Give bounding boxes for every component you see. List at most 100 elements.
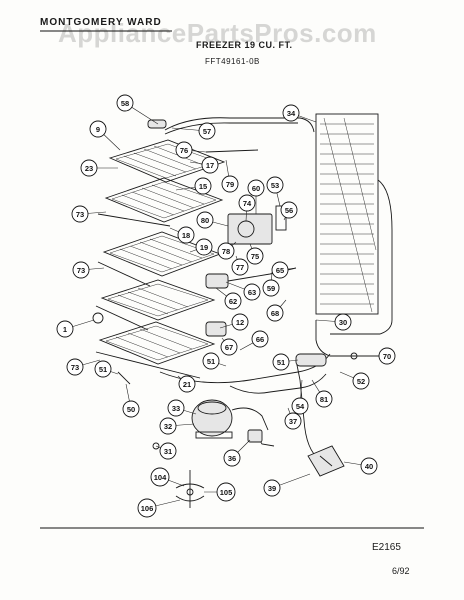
callout-circle bbox=[238, 194, 256, 212]
callout-circle bbox=[360, 457, 378, 475]
page-date: 6/92 bbox=[392, 566, 410, 576]
callout-label: 32 bbox=[164, 422, 172, 431]
callout-label: 57 bbox=[203, 127, 211, 136]
callout-label: 54 bbox=[296, 402, 305, 411]
callout-18: 18 bbox=[177, 226, 195, 244]
callout-31: 31 bbox=[159, 442, 177, 460]
callout-105: 105 bbox=[216, 482, 236, 502]
callout-53: 53 bbox=[266, 176, 284, 194]
compressor bbox=[191, 399, 269, 439]
callout-52: 52 bbox=[352, 372, 370, 390]
callout-circle bbox=[282, 104, 300, 122]
callout-39: 39 bbox=[263, 479, 281, 497]
callout-circle bbox=[223, 449, 241, 467]
callout-label: 105 bbox=[220, 488, 233, 497]
callout-1: 1 bbox=[56, 320, 74, 338]
callout-circle bbox=[247, 179, 265, 197]
callout-label: 19 bbox=[200, 243, 208, 252]
evaporator-coil bbox=[315, 113, 393, 357]
callout-label: 74 bbox=[243, 199, 252, 208]
callout-circle bbox=[280, 201, 298, 219]
callout-label: 67 bbox=[225, 343, 233, 352]
callout-circle bbox=[66, 358, 84, 376]
callout-label: 9 bbox=[96, 125, 100, 134]
callout-67: 67 bbox=[220, 338, 238, 356]
callout-73: 73 bbox=[66, 358, 84, 376]
callout-30: 30 bbox=[334, 313, 352, 331]
top-tubing bbox=[147, 117, 315, 153]
shelf-rack-1 bbox=[108, 139, 226, 183]
callout-label: 36 bbox=[228, 454, 236, 463]
callout-circle bbox=[220, 338, 238, 356]
callout-label: 56 bbox=[285, 206, 293, 215]
callout-label: 51 bbox=[277, 358, 285, 367]
callout-label: 1 bbox=[63, 325, 67, 334]
callout-label: 50 bbox=[127, 405, 135, 414]
callout-circle bbox=[334, 313, 352, 331]
callout-label: 68 bbox=[271, 309, 279, 318]
model-number: FFT49161-0B bbox=[205, 57, 260, 66]
callout-63: 63 bbox=[243, 283, 261, 301]
callout-circle bbox=[159, 417, 177, 435]
callout-circle bbox=[251, 330, 269, 348]
callout-circle bbox=[262, 279, 280, 297]
callout-73: 73 bbox=[72, 261, 90, 279]
callout-circle bbox=[80, 159, 98, 177]
callout-circle bbox=[94, 360, 112, 378]
callout-circle bbox=[266, 176, 284, 194]
callout-label: 81 bbox=[320, 395, 328, 404]
watermark: AppliancePartsPros.com bbox=[58, 18, 377, 48]
callout-circle bbox=[175, 141, 193, 159]
callout-label: 39 bbox=[268, 484, 276, 493]
callout-circle bbox=[89, 120, 107, 138]
callout-label: 51 bbox=[207, 357, 215, 366]
callout-label: 106 bbox=[141, 504, 154, 513]
callout-79: 79 bbox=[221, 175, 239, 193]
callout-circle bbox=[217, 242, 235, 260]
callout-59: 59 bbox=[262, 279, 280, 297]
callout-circle bbox=[56, 320, 74, 338]
callout-circle bbox=[224, 292, 242, 310]
callout-label: 78 bbox=[222, 247, 230, 256]
callout-68: 68 bbox=[266, 304, 284, 322]
callout-23: 23 bbox=[80, 159, 98, 177]
callout-label: 53 bbox=[271, 181, 279, 190]
callout-80: 80 bbox=[196, 211, 214, 229]
callout-label: 79 bbox=[226, 180, 234, 189]
callout-51: 51 bbox=[202, 352, 220, 370]
callout-label: 59 bbox=[267, 284, 275, 293]
callout-label: 60 bbox=[252, 184, 260, 193]
callout-circle bbox=[71, 205, 89, 223]
callout-label: 21 bbox=[183, 380, 191, 389]
callout-label: 70 bbox=[383, 352, 391, 361]
callout-19: 19 bbox=[195, 238, 213, 256]
callout-circle bbox=[216, 482, 236, 502]
callout-label: 76 bbox=[180, 146, 188, 155]
callout-circle bbox=[137, 498, 157, 518]
callout-58: 58 bbox=[116, 94, 134, 112]
callout-circle bbox=[194, 177, 212, 195]
callout-label: 18 bbox=[182, 231, 190, 240]
callout-76: 76 bbox=[175, 141, 193, 159]
callout-circle bbox=[231, 258, 249, 276]
callout-17: 17 bbox=[201, 156, 219, 174]
callout-label: 73 bbox=[77, 266, 85, 275]
callout-circle bbox=[231, 313, 249, 331]
callout-label: 65 bbox=[276, 266, 284, 275]
callout-62: 62 bbox=[224, 292, 242, 310]
callout-label: 12 bbox=[236, 318, 244, 327]
callout-circle bbox=[122, 400, 140, 418]
callout-57: 57 bbox=[198, 122, 216, 140]
callout-label: 73 bbox=[71, 363, 79, 372]
callout-label: 75 bbox=[251, 252, 259, 261]
shelf-rack-5 bbox=[95, 321, 216, 379]
callout-label: 77 bbox=[236, 263, 244, 272]
callout-circle bbox=[198, 122, 216, 140]
callout-label: 15 bbox=[199, 182, 207, 191]
callout-label: 23 bbox=[85, 164, 93, 173]
callout-circle bbox=[266, 304, 284, 322]
callout-label: 66 bbox=[256, 335, 264, 344]
model-title: FREEZER 19 CU. FT. bbox=[196, 40, 293, 50]
callout-label: 80 bbox=[201, 216, 209, 225]
